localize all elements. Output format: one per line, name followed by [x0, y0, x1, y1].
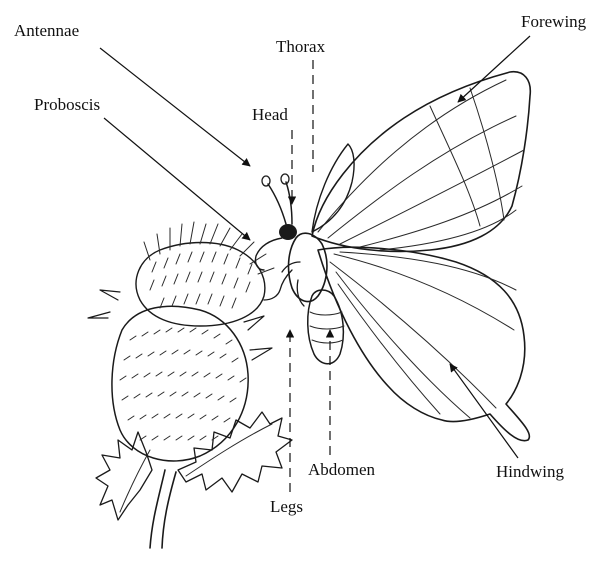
- label-forewing: Forewing: [521, 12, 587, 31]
- label-thorax: Thorax: [276, 37, 326, 56]
- label-antennae: Antennae: [14, 21, 79, 40]
- thorax-shape: [289, 233, 327, 301]
- label-proboscis: Proboscis: [34, 95, 100, 114]
- label-abdomen: Abdomen: [308, 460, 376, 479]
- label-legs: Legs: [270, 497, 303, 516]
- leader-antennae: [100, 48, 250, 166]
- thistle-plant: [88, 222, 292, 548]
- label-head: Head: [252, 105, 288, 124]
- leader-hindwing: [450, 364, 518, 458]
- label-hindwing: Hindwing: [496, 462, 565, 481]
- butterfly: [255, 72, 530, 441]
- hindwing-shape: [318, 247, 529, 440]
- leader-proboscis: [104, 118, 250, 240]
- leader-forewing: [458, 36, 530, 102]
